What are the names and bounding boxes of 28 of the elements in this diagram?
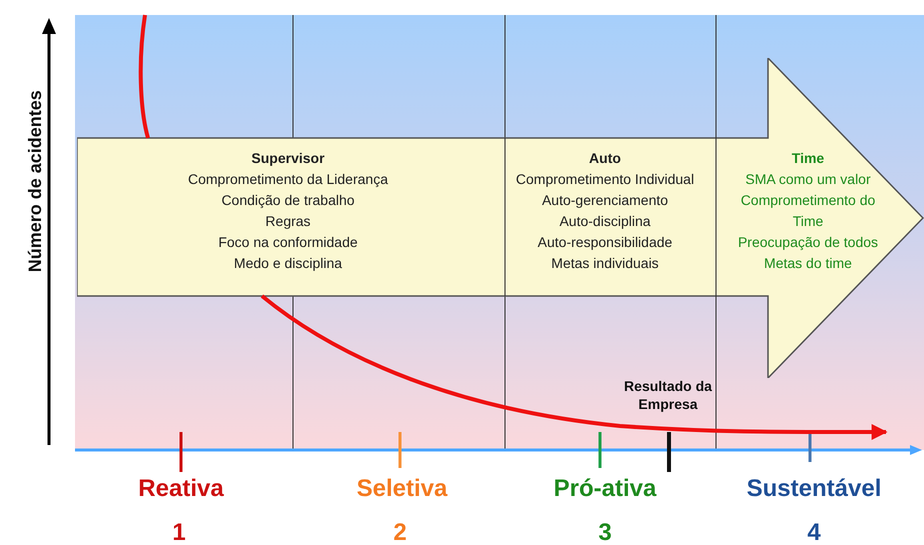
list-item: SMA como um valor <box>744 170 872 189</box>
list-item: Condição de trabalho <box>220 191 356 210</box>
list-item: Metas individuais <box>550 254 660 273</box>
phase-arrow <box>77 58 924 378</box>
list-item: Auto-gerenciamento <box>540 191 670 210</box>
phase-number: 4 <box>806 518 822 545</box>
column-heading: Auto <box>588 149 622 168</box>
list-item: Comprometimento Individual <box>514 170 696 189</box>
list-item: Metas do time <box>763 254 853 273</box>
phase-name: Pró-ativa <box>552 474 658 504</box>
phase-name: Reativa <box>137 474 225 504</box>
phase-name: Seletiva <box>356 474 448 504</box>
list-item: Medo e disciplina <box>232 254 344 273</box>
list-item: Regras <box>264 212 312 231</box>
column-heading: Time <box>790 149 826 168</box>
phase-number: 1 <box>171 518 187 545</box>
list-item: Comprometimento da Liderança <box>187 170 389 189</box>
list-item: Auto-disciplina <box>558 212 652 231</box>
list-item: Preocupação de todos <box>736 233 880 252</box>
curve-label: Resultado da Empresa <box>623 378 713 413</box>
list-item: Foco na conformidade <box>217 233 359 252</box>
list-item: Auto-responsibilidade <box>536 233 674 252</box>
phase-number: 3 <box>597 518 613 545</box>
phase-number: 2 <box>392 518 408 545</box>
list-item: Comprometimento do Time <box>740 191 876 231</box>
column-heading: Supervisor <box>250 149 326 168</box>
phase-name: Sustentável <box>746 474 882 504</box>
axis-title: Número de acidentes <box>24 89 46 274</box>
